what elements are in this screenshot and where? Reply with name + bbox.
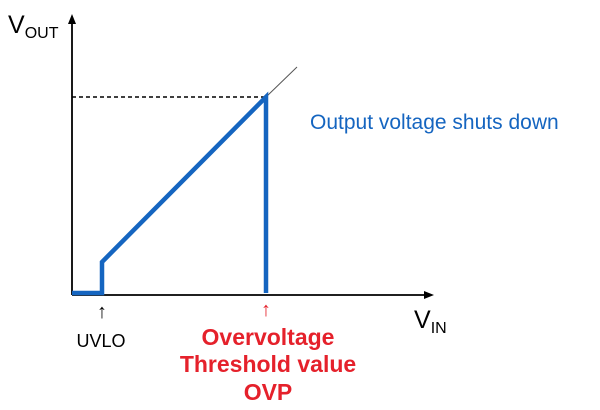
y-axis-label: VOUT xyxy=(8,11,59,42)
ovp-label-line-1: Overvoltage xyxy=(202,324,335,350)
ovp-arrow-icon: ↑ xyxy=(261,299,271,321)
y-axis-label-main: V xyxy=(8,11,25,39)
shutdown-note: Output voltage shuts down xyxy=(310,111,559,134)
continuation-line xyxy=(265,66,298,98)
y-axis-arrowhead xyxy=(68,14,76,24)
x-axis-label: VIN xyxy=(414,306,447,337)
x-axis-label-main: V xyxy=(414,306,431,334)
vout-trace xyxy=(72,91,269,296)
uvlo-arrow-icon: ↑ xyxy=(97,301,107,323)
ovp-label-line-2: Threshold value xyxy=(180,351,356,377)
x-axis-arrowhead xyxy=(424,291,434,299)
x-axis-label-sub: IN xyxy=(431,320,447,337)
uvlo-label: UVLO xyxy=(76,331,125,351)
ovp-label-line-3: OVP xyxy=(244,379,293,405)
y-axis-label-sub: OUT xyxy=(25,25,59,42)
